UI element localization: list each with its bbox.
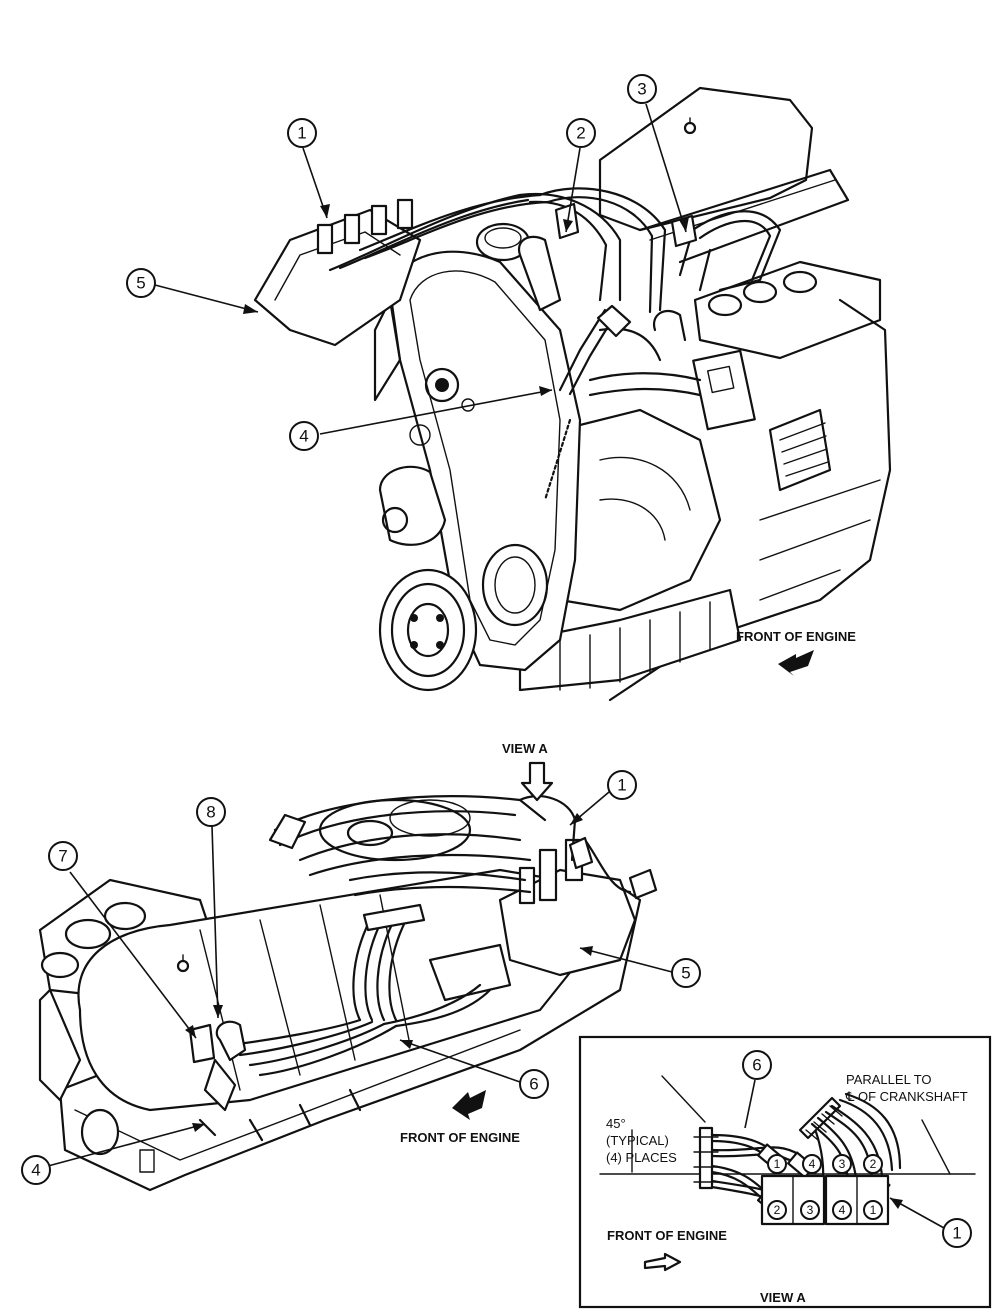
angle-label-value: 45° [606,1116,626,1131]
callout-6-inset [742,1050,772,1080]
front-of-engine-label-bottom: FRONT OF ENGINE [400,1130,520,1145]
callout-8 [196,797,226,827]
cyl-left-bottom-1-text: 2 [774,1203,781,1217]
cyl-right-bottom-2 [863,1200,883,1220]
callout-6-bottom [519,1069,549,1099]
cyl-left-top-2 [802,1154,822,1174]
cyl-right-top-2-text: 2 [870,1157,877,1171]
callout-5-top [126,268,156,298]
angle-label-places: (4) PLACES [606,1150,677,1165]
view-a-label-bottom: VIEW A [502,741,548,756]
parallel-label-line2: ℄ OF CRANKSHAFT [845,1089,968,1104]
view-a-inset: 1 4 2 3 3 2 4 1 PARALLEL TO ℄ OF CRANKSH… [578,1035,992,1309]
cyl-right-bottom-1 [832,1200,852,1220]
cyl-left-bottom-2 [800,1200,820,1220]
callout-3-text: 3 [637,80,646,99]
callout-5-bottom [671,958,701,988]
callout-6-bottom-text: 6 [529,1075,538,1094]
callout-1-bottom-text: 1 [617,776,626,795]
bottom-callouts: 1 5 6 7 8 4 [21,770,701,1185]
callout-3 [627,74,657,104]
front-of-engine-label-top: FRONT OF ENGINE [736,629,856,644]
callout-5-top-text: 5 [136,274,145,293]
cyl-left-bottom-1 [767,1200,787,1220]
front-arrow-icon [778,650,814,676]
front-of-engine-label-inset: FRONT OF ENGINE [607,1228,727,1243]
angle-label-typical: (TYPICAL) [606,1133,669,1148]
cyl-right-bottom-1-text: 4 [839,1203,846,1217]
cyl-right-top-1-text: 3 [839,1157,846,1171]
cyl-left-bottom-2-text: 3 [807,1203,814,1217]
cyl-right-top-2 [863,1154,883,1174]
cyl-left-top-1-text: 1 [774,1157,781,1171]
callout-6-inset-text: 6 [752,1056,761,1075]
callout-4-bottom-text: 4 [31,1161,40,1180]
cyl-right-bottom-2-text: 1 [870,1203,877,1217]
engine-bottom-view: FRONT OF ENGINE VIEW A [38,741,658,1192]
callout-1-top-text: 1 [297,124,306,143]
callout-4-bottom [21,1155,51,1185]
callout-1-inset [942,1218,972,1248]
top-callouts: 1 2 3 4 5 [126,74,689,451]
callout-7 [48,841,78,871]
callout-1-bottom [607,770,637,800]
cyl-left-top-2-text: 4 [809,1157,816,1171]
engine-top-view: FRONT OF ENGINE [253,86,892,702]
callout-4-top [289,421,319,451]
callout-7-text: 7 [58,847,67,866]
callout-1-inset-text: 1 [952,1224,961,1243]
parallel-label-line1: PARALLEL TO [846,1072,932,1087]
callout-1-top [287,118,317,148]
view-a-arrow-icon [520,761,554,802]
cyl-left-top-1 [767,1154,787,1174]
callout-5-bottom-text: 5 [681,964,690,983]
callout-2-text: 2 [576,124,585,143]
callout-4-top-text: 4 [299,427,308,446]
callout-8-text: 8 [206,803,215,822]
front-arrow-icon-bottom [452,1090,486,1120]
view-a-label-inset: VIEW A [760,1290,806,1305]
front-arrow-icon-inset [643,1252,682,1272]
callout-2 [566,118,596,148]
cyl-right-top-1 [832,1154,852,1174]
